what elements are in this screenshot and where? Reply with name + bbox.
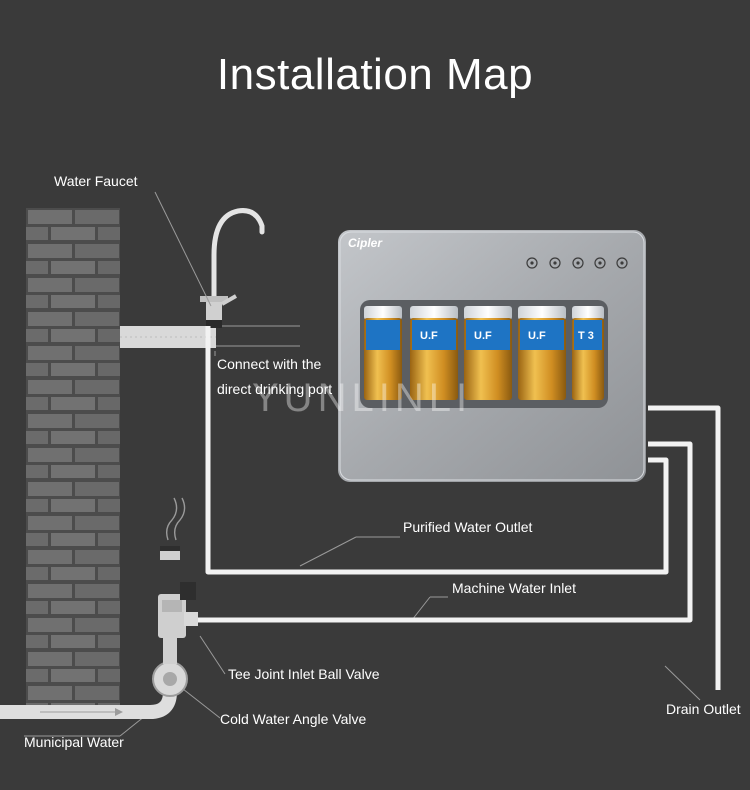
label-connect-line2: direct drinking port <box>217 381 333 397</box>
filter-label: U.F <box>528 330 546 342</box>
filter-cartridge <box>410 306 458 400</box>
water-faucet-icon <box>200 208 265 328</box>
filter-label: U.F <box>420 330 438 342</box>
label-machine-water-inlet: Machine Water Inlet <box>452 580 576 596</box>
label-municipal-water: Municipal Water <box>24 734 124 750</box>
filter-cartridge <box>364 306 402 400</box>
label-purified-water-outlet: Purified Water Outlet <box>403 519 533 535</box>
filter-label: T 3 <box>578 330 594 342</box>
control-buttons <box>526 257 628 269</box>
brick-wall <box>26 208 120 713</box>
filter-cartridge <box>518 306 566 400</box>
tee-joint-valve-icon <box>158 497 198 638</box>
label-drain-outlet: Drain Outlet <box>666 701 741 717</box>
page-title: Installation Map <box>216 50 534 99</box>
machine-inlet-pipe <box>196 441 693 623</box>
countertop <box>120 326 216 348</box>
brand-logo: Cipler <box>348 236 383 250</box>
filter-cartridge <box>464 306 512 400</box>
label-connect-line1: Connect with the <box>217 356 322 372</box>
purified-water-pipe <box>205 326 669 575</box>
filter-label: U.F <box>474 330 492 342</box>
watermark: YUNLINLI <box>252 376 473 420</box>
label-tee-joint-valve: Tee Joint Inlet Ball Valve <box>228 666 380 682</box>
filter-cartridges <box>364 306 604 400</box>
filter-cartridge <box>572 306 604 400</box>
drain-pipe <box>648 405 721 690</box>
angle-valve-icon <box>152 638 188 697</box>
label-cold-water-valve: Cold Water Angle Valve <box>220 711 367 727</box>
label-water-faucet: Water Faucet <box>54 173 138 189</box>
